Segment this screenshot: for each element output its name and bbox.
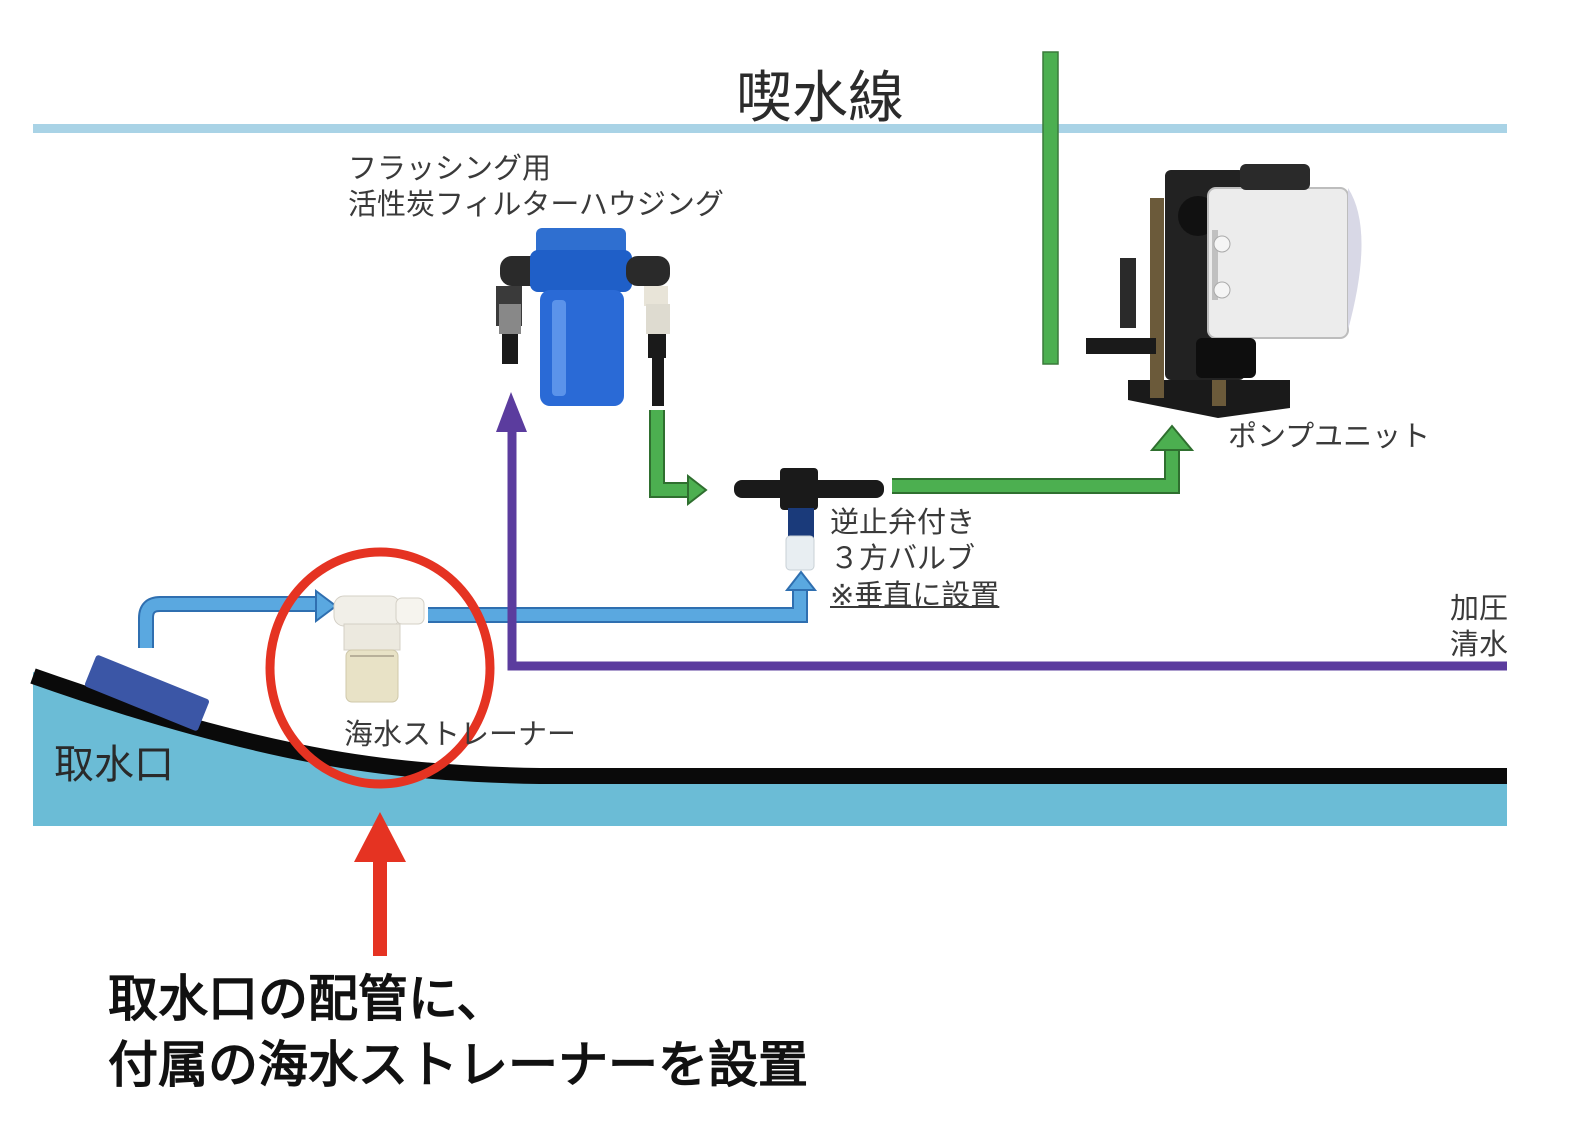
seawater-strainer: [333, 595, 425, 703]
pipe-seawater-intake: [138, 596, 318, 648]
arrow-seawater-to-strainer: [315, 589, 338, 623]
red-arrow-head: [354, 812, 406, 862]
strainer-label: 海水ストレーナー: [344, 717, 577, 751]
arrow-valve-to-pump: [1149, 424, 1195, 451]
instruction-caption: 取水口の配管に、 付属の海水ストレーナーを設置: [108, 966, 808, 1098]
pressure-label-line1: 加圧: [1450, 591, 1507, 625]
pipe-pressure-fresh: [507, 408, 1507, 671]
valve-label-line1: 逆止弁付き: [830, 505, 976, 539]
pressure-label-line2: 清水: [1450, 627, 1507, 662]
filter-housing-label: フラッシング用 活性炭フィルターハウジング: [348, 150, 724, 223]
valve-label-line2: ３方バルブ: [830, 541, 976, 576]
arrow-seawater-to-valve: [784, 570, 818, 591]
carbon-filter-housing: [496, 228, 670, 406]
pump-unit: [1086, 164, 1362, 418]
waterline-label: 喫水線: [736, 66, 904, 131]
pipe-vertical-green: [1042, 51, 1059, 365]
filter-label-line1: フラッシング用: [348, 151, 552, 185]
caption-line2: 付属の海水ストレーナーを設置: [108, 1036, 808, 1094]
sea-water: [33, 672, 1507, 826]
intake-label: 取水口: [54, 742, 174, 788]
three-way-valve: [734, 468, 884, 571]
pressure-water-label: 加圧 清水: [1450, 590, 1507, 663]
highlight-circle: [265, 547, 495, 789]
arrow-pressure-to-filter: [496, 392, 527, 432]
pump-unit-label: ポンプユニット: [1228, 419, 1431, 453]
red-arrow-shaft: [373, 860, 387, 956]
filter-label-line2: 活性炭フィルターハウジング: [348, 187, 724, 222]
waterline-bar: [33, 124, 1507, 133]
valve-install-note: ※垂直に設置: [830, 577, 1000, 612]
valve-label: 逆止弁付き ３方バルブ ※垂直に設置: [830, 504, 999, 613]
hull-line: [30, 668, 1507, 784]
intake-scoop: [84, 655, 210, 731]
caption-line1: 取水口の配管に、: [108, 970, 507, 1028]
arrow-filter-to-valve: [687, 473, 708, 507]
